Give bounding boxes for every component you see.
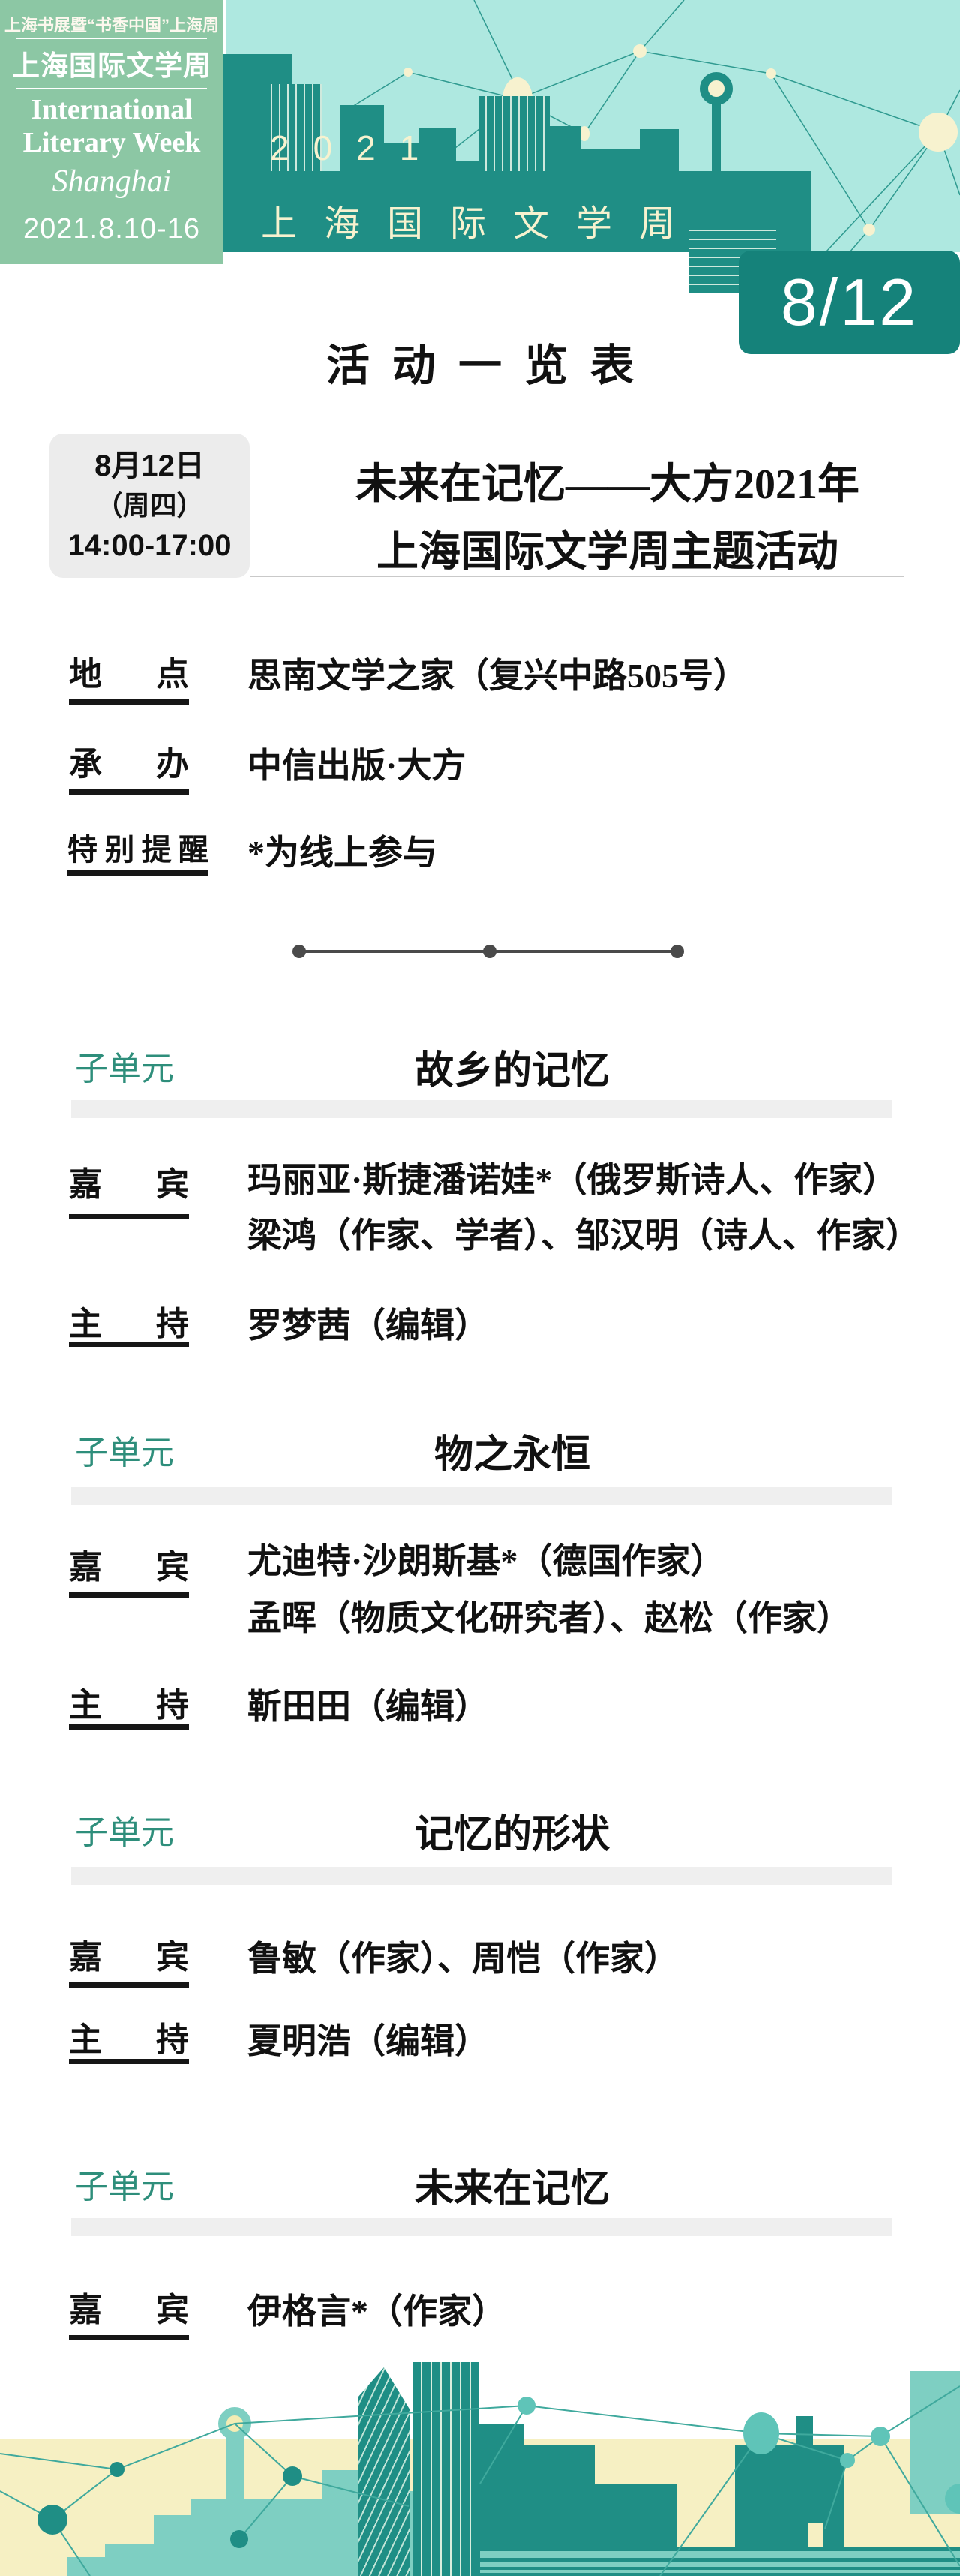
label-underline [69,1592,189,1598]
guest-line: 梁鸿（作家、学者）、邹汉明（诗人、作家） [248,1216,920,1255]
host-line: 夏明浩（编辑） [248,2022,489,2060]
event-date: 8月12日 [94,449,205,482]
guest-line: 尤迪特·沙朗斯基*（德国作家） [248,1542,725,1580]
event-date-box: 8月12日 （周四） 14:00-17:00 [50,434,250,578]
skyline-building [418,128,456,176]
date-badge: 8/12 [739,251,960,354]
host-label: 主持 [69,1687,189,1724]
guest-line: 鲁敏（作家）、周恺（作家） [248,1940,679,1978]
info-label-location: 地点 [69,656,189,693]
page-title: 活动一览表 [326,341,656,390]
skyline-building [550,126,581,176]
guests-label: 嘉宾 [69,1939,189,1976]
footer-window-notch [808,2523,824,2555]
label-underline [69,2059,189,2064]
footer-stripe [480,2562,960,2567]
date-badge-text: 8/12 [780,265,919,339]
section-separator-bar [71,1100,892,1118]
divider-dot [670,945,684,958]
section-separator-bar [71,1487,892,1505]
section-title: 未来在记忆 [414,2168,610,2211]
header-dates: 2021.8.10-16 [23,213,200,245]
info-value-location: 思南文学之家（复兴中路505号） [248,657,748,695]
info-label-special-note: 特别提醒 [68,834,208,867]
header-rule [16,38,207,39]
guest-line: 玛丽亚·斯捷潘诺娃*（俄罗斯诗人、作家） [248,1161,898,1199]
date-rule-line [250,576,904,577]
label-underline [69,1982,189,1988]
header-title-cn: 上海国际文学周 [12,51,212,82]
guest-line: 伊格言*（作家） [248,2292,506,2331]
guests-label: 嘉宾 [69,1549,189,1586]
skyline-building [640,129,679,176]
label-underline [69,1214,189,1219]
section-title: 记忆的形状 [414,1814,610,1856]
guests-label: 嘉宾 [69,2292,189,2328]
unit-label: 子单元 [75,1051,174,1087]
section-title: 物之永恒 [434,1434,590,1477]
footer-building-striped [412,2362,478,2576]
host-label: 主持 [69,1306,189,1342]
event-time: 14:00-17:00 [68,529,232,562]
bookfair-slogan: 上海书展暨“书香中国”上海周 [4,16,219,35]
header-script-word: Shanghai [52,164,172,199]
info-value-organizer: 中信出版·大方 [248,747,466,785]
label-underline [69,789,189,795]
guest-line: 孟晖（物质文化研究者）、赵松（作家） [248,1599,851,1637]
header-title-en-line2: Literary Week [22,127,201,158]
label-underline [69,1724,189,1730]
unit-label: 子单元 [75,1814,174,1851]
skyline-building [384,143,418,176]
divider-dot [483,945,496,958]
guests-label: 嘉宾 [69,1166,189,1203]
network-decoration-bottom [0,2385,960,2576]
info-label-organizer: 承办 [69,746,189,783]
event-title-line2: 上海国际文学周主题活动 [376,529,838,576]
skyline-year: 2021 [270,128,443,167]
unit-label: 子单元 [75,1435,174,1471]
section-separator-bar [71,2218,892,2236]
host-label: 主持 [69,2021,189,2058]
footer-tower-stem [226,2437,244,2512]
skyline-tower-ring-icon [700,72,733,105]
info-value-special-note: *为线上参与 [248,834,437,872]
footer-tower-ring-icon [218,2407,251,2440]
event-weekday: （周四） [95,490,204,521]
header-rule [16,88,207,89]
header-green-block: 上海书展暨“书香中国”上海周 上海国际文学周 International Lit… [0,0,224,264]
footer-chimney [796,2416,813,2448]
section-title: 故乡的记忆 [414,1050,610,1093]
footer-stripe [480,2551,960,2558]
header-title-en-line1: International [31,94,193,125]
label-underline [68,870,208,876]
section-separator-bar [71,1867,892,1885]
unit-label: 子单元 [75,2169,174,2205]
host-line: 靳田田（编辑） [248,1688,489,1726]
skyline-building-striped [264,84,322,176]
host-line: 罗梦茜（编辑） [248,1306,489,1345]
footer-building-hatched [358,2367,410,2576]
label-underline [69,699,189,705]
label-underline [69,2335,189,2340]
skyline-title: 上海国际文学周 [261,204,703,244]
footer-stripes [480,2547,960,2576]
skyline-tower-stem [712,102,721,177]
skyline-building [340,105,384,176]
divider-dot [292,945,306,958]
footer-skyline [0,2281,960,2576]
footer-stripe [480,2570,960,2573]
label-underline [69,1342,189,1347]
event-title-line1: 未来在记忆——大方2021年 [356,461,860,508]
skyline-building-striped [478,96,550,176]
